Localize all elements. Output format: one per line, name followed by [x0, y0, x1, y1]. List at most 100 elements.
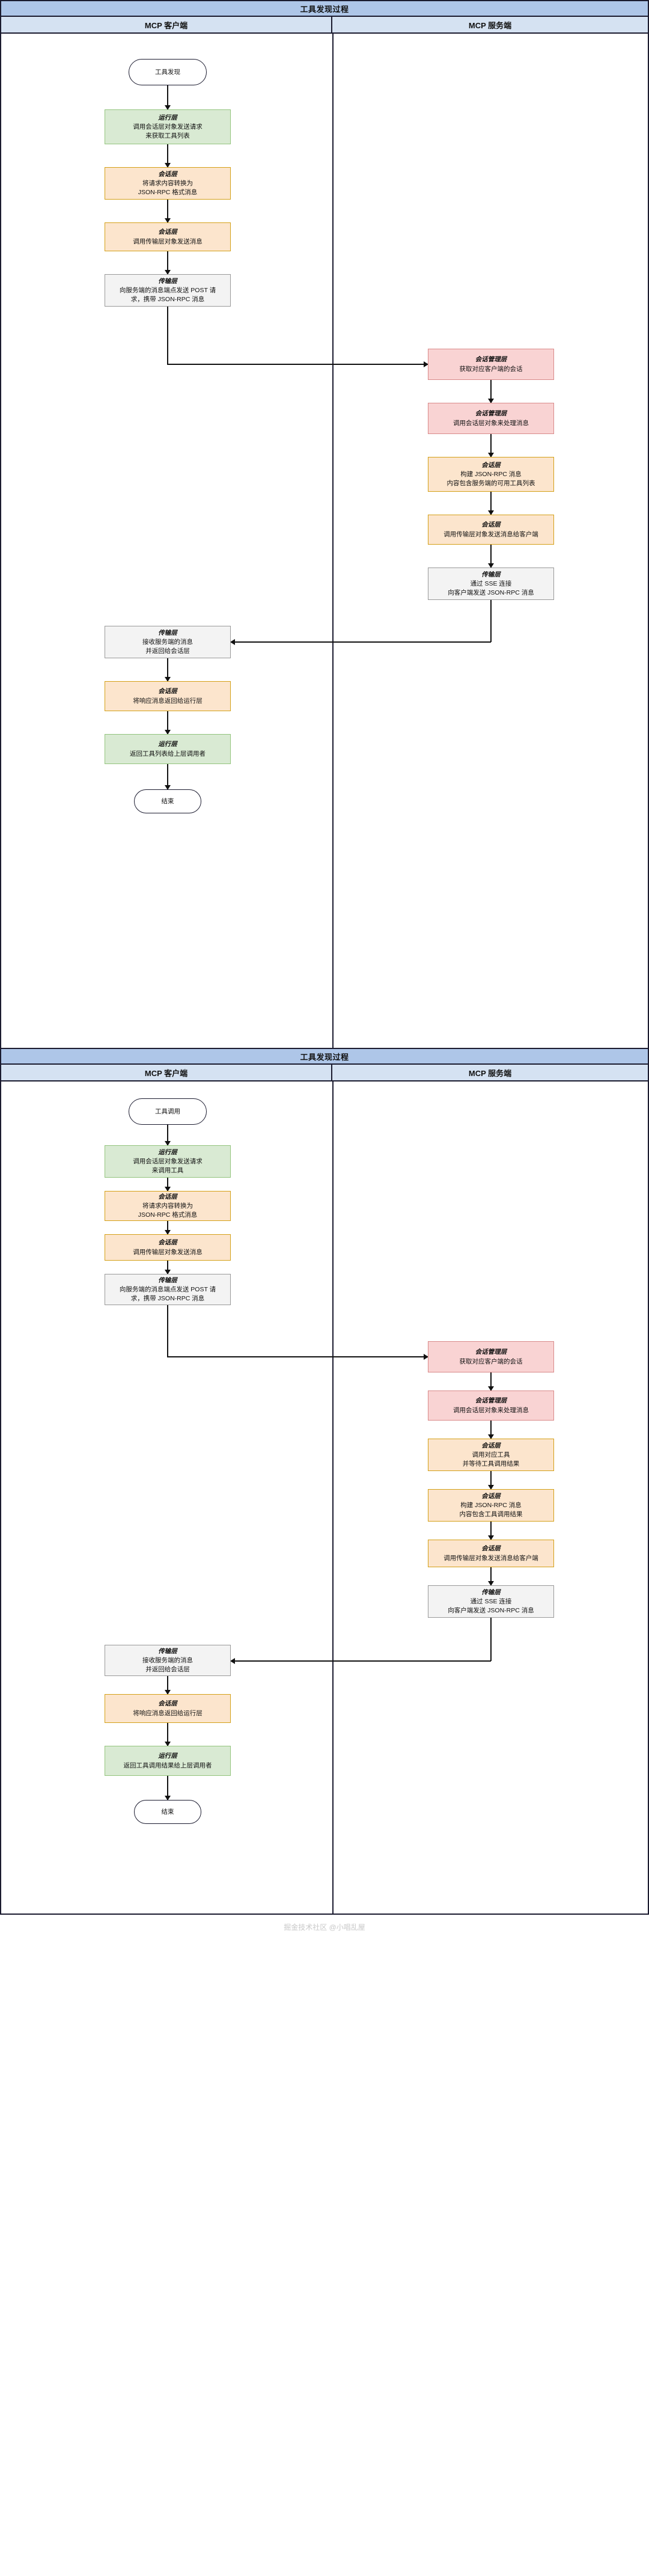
node-start: 工具调用 [129, 1098, 207, 1125]
node-client-session-send: 会话层 调用传输层对象发送消息 [105, 1234, 231, 1261]
node-server-sessionmgr-handle: 会话管理层 调用会话层对象来处理消息 [428, 1390, 554, 1421]
diagram-title: 工具发现过程 [1, 1049, 648, 1065]
node-layer-label: 会话层 [158, 688, 177, 696]
node-server-sessionmgr-get: 会话管理层 获取对应客户端的会话 [428, 1341, 554, 1372]
node-client-runtime-return: 运行层 返回工具列表给上层调用者 [105, 734, 231, 764]
node-layer-label: 运行层 [158, 741, 177, 748]
node-client-session-encode: 会话层 将请求内容转换为 JSON-RPC 格式消息 [105, 167, 231, 200]
node-desc: 通过 SSE 连接 向客户端发送 JSON-RPC 消息 [448, 580, 534, 596]
node-client-transport-receive: 传输层 接收服务端的消息 并返回给会话层 [105, 1645, 231, 1676]
connector-c4-down [167, 1305, 168, 1357]
arrow-c7-to-end [167, 1776, 168, 1800]
node-layer-label: 会话层 [158, 1700, 177, 1708]
node-server-session-send: 会话层 调用传输层对象发送消息给客户端 [428, 1540, 554, 1567]
arrow-c6-to-c7 [167, 711, 168, 734]
node-desc: 将响应消息返回给运行层 [133, 697, 203, 705]
arrow-c1-to-c2 [167, 144, 168, 167]
node-client-session-return: 会话层 将响应消息返回给运行层 [105, 1694, 231, 1723]
node-layer-label: 会话管理层 [475, 1397, 507, 1405]
lane-header-server: MCP 服务端 [468, 20, 512, 30]
node-end: 结束 [134, 789, 201, 813]
node-layer-label: 会话层 [158, 228, 177, 236]
lane-header-client: MCP 客户端 [1, 1065, 332, 1080]
node-start-label: 工具发现 [155, 68, 180, 76]
arrow-c5-to-c6 [167, 1676, 168, 1694]
arrow-c3-to-c4 [167, 251, 168, 274]
node-server-sessionmgr-get: 会话管理层 获取对应客户端的会话 [428, 349, 554, 380]
node-desc: 返回工具调用结果给上层调用者 [123, 1761, 212, 1769]
node-desc: 调用会话层对象发送请求 来调用工具 [133, 1158, 203, 1174]
node-layer-label: 会话层 [481, 1545, 501, 1553]
node-server-transport-sse: 传输层 通过 SSE 连接 向客户端发送 JSON-RPC 消息 [428, 1585, 554, 1618]
arrow-s3-to-s4 [490, 1471, 492, 1489]
diagram-canvas: 工具发现 运行层 调用会话层对象发送请求 来获取工具列表 会话层 将请求内容转换… [1, 34, 648, 1048]
arrow-s4-to-s5 [490, 545, 492, 568]
node-end-label: 结束 [161, 1808, 174, 1816]
lane-header-server: MCP 服务端 [468, 1068, 512, 1078]
node-layer-label: 传输层 [158, 1648, 177, 1656]
node-desc: 返回工具列表给上层调用者 [130, 750, 206, 757]
node-end: 结束 [134, 1800, 201, 1824]
node-layer-label: 运行层 [158, 114, 177, 122]
arrow-c1-to-c2 [167, 1178, 168, 1191]
arrow-s1-to-s2 [490, 380, 492, 403]
watermark: 掘金技术社区 @小唱乱屋 [0, 1915, 649, 1939]
node-client-transport-receive: 传输层 接收服务端的消息 并返回给会话层 [105, 626, 231, 658]
node-desc: 调用对应工具 并等待工具调用结果 [462, 1451, 520, 1467]
node-start-label: 工具调用 [155, 1107, 180, 1115]
node-server-sessionmgr-handle: 会话管理层 调用会话层对象来处理消息 [428, 403, 554, 434]
arrow-c3-to-c4 [167, 1261, 168, 1274]
node-layer-label: 传输层 [158, 629, 177, 637]
node-layer-label: 会话层 [481, 1442, 501, 1450]
connector-s5-to-c5 [231, 641, 491, 643]
diagram-canvas: 工具调用 运行层 调用会话层对象发送请求 来调用工具 会话层 将请求内容转换为 … [1, 1081, 648, 1914]
arrow-c6-to-c7 [167, 1723, 168, 1746]
node-client-runtime-request: 运行层 调用会话层对象发送请求 来获取工具列表 [105, 109, 231, 144]
arrow-s2-to-s3 [490, 1421, 492, 1439]
node-layer-label: 会话管理层 [475, 1348, 507, 1356]
node-desc: 调用传输层对象发送消息给客户端 [443, 1554, 538, 1562]
node-layer-label: 会话管理层 [475, 410, 507, 418]
lane-divider [332, 34, 334, 1048]
node-desc: 调用会话层对象来处理消息 [453, 1406, 529, 1414]
node-client-session-send: 会话层 调用传输层对象发送消息 [105, 222, 231, 251]
node-layer-label: 传输层 [158, 1277, 177, 1285]
node-desc: 将请求内容转换为 JSON-RPC 格式消息 [138, 180, 198, 196]
swimlane-diagram-tool-discovery: 工具发现过程 MCP 客户端 MCP 服务端 工具发现 运行层 调用会话层对象发… [0, 0, 649, 1049]
node-layer-label: 运行层 [158, 1149, 177, 1157]
diagram-title: 工具发现过程 [1, 1, 648, 17]
node-desc: 调用传输层对象发送消息 [133, 1248, 203, 1256]
node-server-session-build: 会话层 构建 JSON-RPC 消息 内容包含服务端的可用工具列表 [428, 457, 554, 492]
node-desc: 向服务端的消息端点发送 POST 请 求，携带 JSON-RPC 消息 [119, 1286, 216, 1302]
node-server-session-invoke-tool: 会话层 调用对应工具 并等待工具调用结果 [428, 1439, 554, 1471]
node-desc: 构建 JSON-RPC 消息 内容包含服务端的可用工具列表 [446, 471, 535, 487]
connector-c4-to-s1 [167, 364, 428, 365]
node-layer-label: 会话层 [158, 1193, 177, 1201]
arrow-c5-to-c6 [167, 658, 168, 681]
arrow-s1-to-s2 [490, 1372, 492, 1390]
node-server-transport-sse: 传输层 通过 SSE 连接 向客户端发送 JSON-RPC 消息 [428, 568, 554, 600]
node-desc: 调用会话层对象来处理消息 [453, 419, 529, 427]
node-desc: 调用传输层对象发送消息给客户端 [443, 530, 538, 538]
node-layer-label: 传输层 [481, 1589, 501, 1597]
node-layer-label: 会话层 [481, 1493, 501, 1501]
arrow-start-to-c1 [167, 85, 168, 109]
node-layer-label: 会话层 [158, 1239, 177, 1247]
connector-s5-down [490, 600, 492, 642]
node-desc: 获取对应客户端的会话 [459, 365, 523, 373]
node-desc: 接收服务端的消息 并返回给会话层 [142, 1657, 193, 1673]
node-desc: 通过 SSE 连接 向客户端发送 JSON-RPC 消息 [448, 1598, 534, 1614]
lane-header-row: MCP 客户端 MCP 服务端 [1, 17, 648, 34]
node-desc: 接收服务端的消息 并返回给会话层 [142, 638, 193, 655]
node-end-label: 结束 [161, 797, 174, 805]
node-client-runtime-return: 运行层 返回工具调用结果给上层调用者 [105, 1746, 231, 1776]
connector-s6-to-c5 [231, 1660, 491, 1662]
connector-c4-down [167, 307, 168, 364]
connector-c4-to-s1 [167, 1356, 428, 1357]
node-client-runtime-request: 运行层 调用会话层对象发送请求 来调用工具 [105, 1145, 231, 1178]
arrow-s2-to-s3 [490, 434, 492, 457]
node-layer-label: 运行层 [158, 1752, 177, 1760]
node-server-session-send: 会话层 调用传输层对象发送消息给客户端 [428, 515, 554, 545]
node-desc: 获取对应客户端的会话 [459, 1357, 523, 1365]
arrow-c2-to-c3 [167, 1221, 168, 1234]
